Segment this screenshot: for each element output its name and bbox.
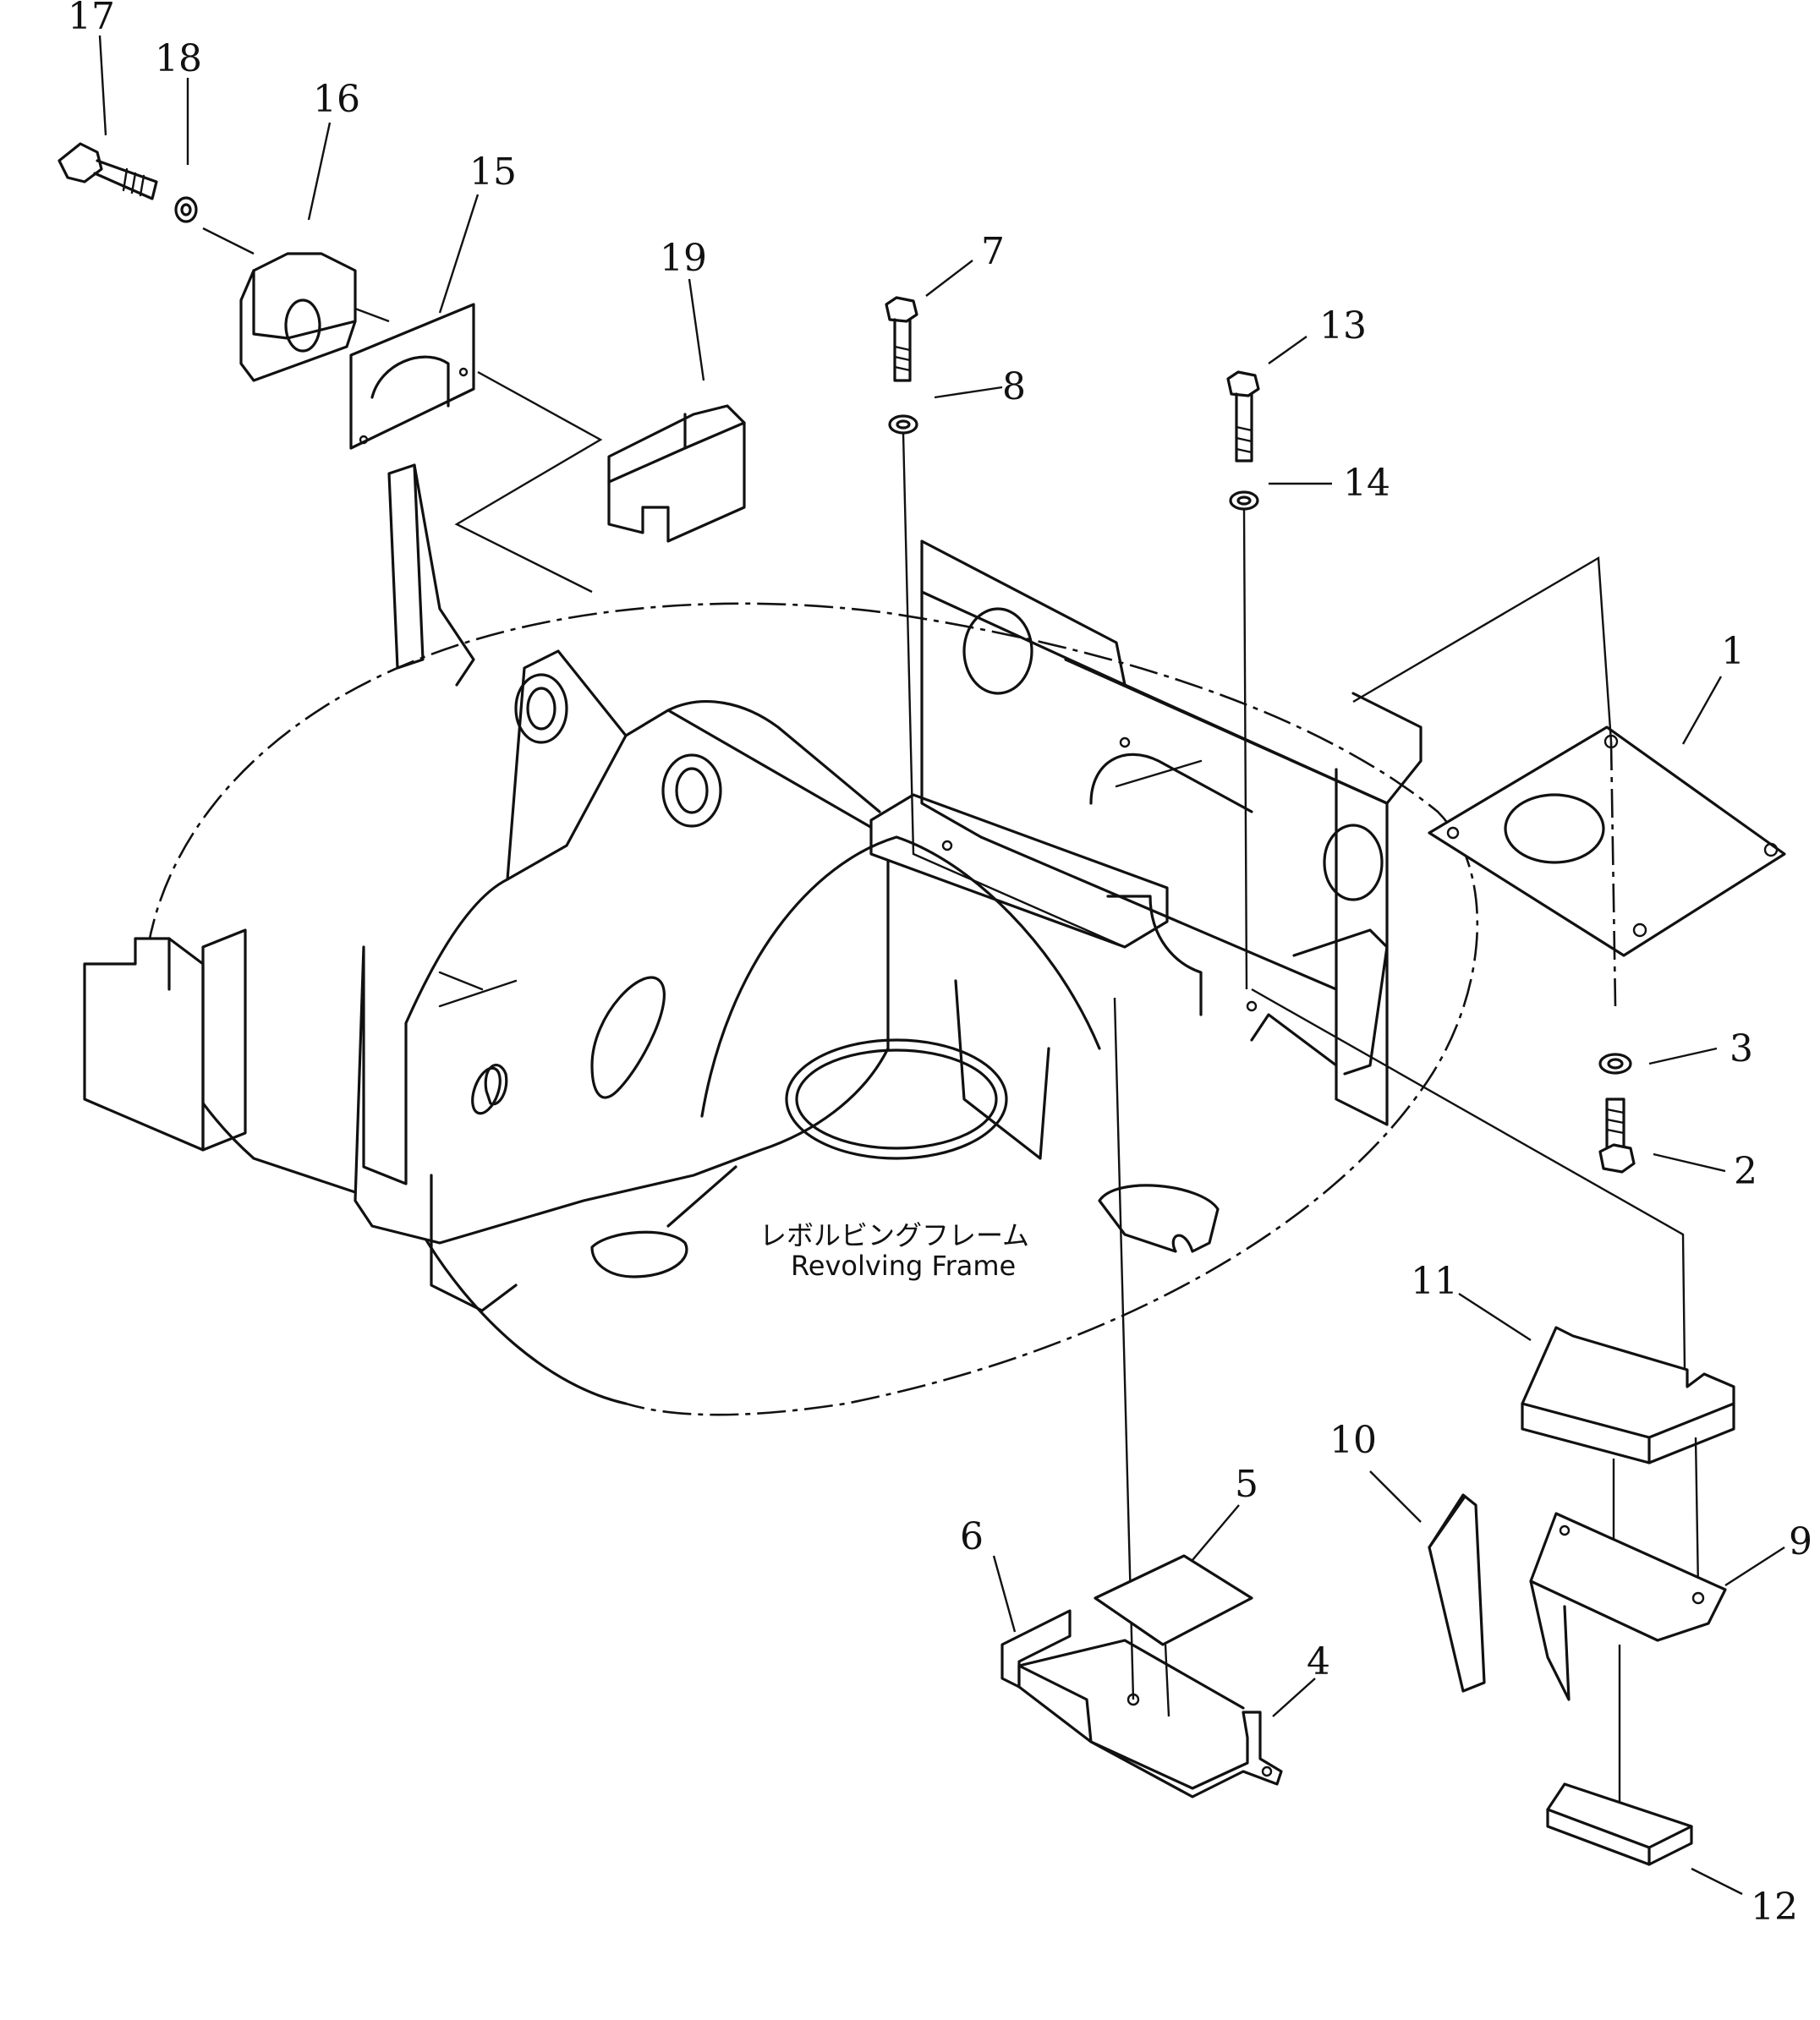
revolving-frame: [83, 463, 1479, 1416]
part-label-10: 10: [1329, 1419, 1377, 1462]
part-5-shim: [1094, 1554, 1253, 1646]
part-label-13: 13: [1319, 304, 1367, 348]
part-label-7: 7: [981, 230, 1005, 273]
part-11-block: [1521, 1326, 1735, 1464]
frame-label-english: Revolving Frame: [791, 1250, 1016, 1282]
part-label-15: 15: [469, 151, 517, 194]
assembly-line-13: [1242, 508, 1248, 990]
part-14-washer: [1229, 490, 1259, 511]
part-13-bolt: [1226, 370, 1260, 463]
part-18-washer: [174, 196, 198, 223]
assembly-line-11: [1251, 988, 1686, 1371]
part-4-bracket: [1017, 1639, 1283, 1798]
leader-15-frame: [454, 370, 603, 594]
assembly-line-1: [1609, 741, 1617, 1007]
part-19-block: [607, 404, 746, 543]
label-leaders: [98, 35, 1785, 1896]
leader-1-frame: [1352, 556, 1613, 742]
assembly-line-5: [1164, 1644, 1170, 1717]
part-10-block: [1428, 1493, 1486, 1693]
part-label-11: 11: [1411, 1260, 1458, 1303]
part-1-plate: [1428, 725, 1786, 957]
part-label-3: 3: [1730, 1027, 1753, 1070]
part-labels: 17 18 16 15 19 7 8 13 14 1 3 2 11 10 9 5…: [68, 0, 1812, 1929]
part-label-8: 8: [1002, 365, 1026, 408]
part-17-bolt: [58, 142, 158, 200]
part-16-block: [239, 252, 357, 382]
part-label-16: 16: [313, 78, 360, 121]
part-label-6: 6: [960, 1515, 984, 1558]
part-label-9: 9: [1789, 1520, 1812, 1563]
part-label-14: 14: [1343, 462, 1390, 505]
assembly-line-7: [902, 432, 1126, 949]
part-8-washer: [888, 414, 918, 435]
part-15-shim: [349, 303, 475, 450]
part-7-bolt: [885, 296, 918, 382]
part-3-washer: [1598, 1053, 1632, 1075]
part-label-4: 4: [1307, 1640, 1330, 1683]
leader-16-17: [202, 227, 255, 255]
part-label-17: 17: [68, 0, 115, 38]
part-label-12: 12: [1751, 1886, 1798, 1929]
frame-label-japanese: レボルビングフレーム: [759, 1219, 1029, 1251]
leader-16-15: [354, 307, 390, 323]
part-label-19: 19: [660, 237, 707, 280]
part-label-2: 2: [1734, 1150, 1757, 1193]
part-label-1: 1: [1721, 630, 1745, 673]
assembly-line-9b: [1694, 1437, 1700, 1590]
part-label-18: 18: [155, 37, 202, 80]
part-label-5: 5: [1235, 1463, 1258, 1506]
part-12-block: [1546, 1782, 1693, 1866]
part-9-bracket: [1529, 1512, 1727, 1701]
part-2-bolt: [1598, 1098, 1636, 1174]
